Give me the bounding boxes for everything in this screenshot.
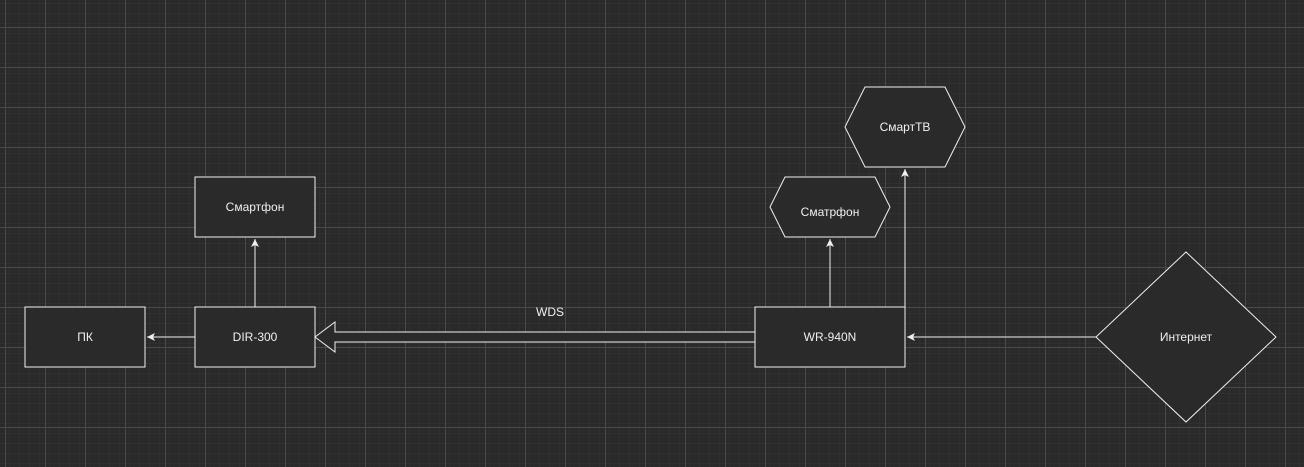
node-internet[interactable]: Интернет: [1095, 251, 1277, 423]
node-smartphone-left[interactable]: Смартфон: [194, 176, 316, 238]
node-smart-tv-label: СмартТВ: [880, 120, 931, 134]
node-dir300-label: DIR-300: [233, 330, 278, 344]
node-smartphone-right[interactable]: Сматрфон: [769, 176, 891, 238]
node-smart-tv[interactable]: СмартТВ: [844, 86, 966, 168]
node-smartphone-left-label: Смартфон: [226, 200, 285, 214]
node-pc[interactable]: ПК: [24, 306, 146, 368]
node-pc-label: ПК: [77, 330, 93, 344]
node-smartphone-right-label: Сматрфон: [801, 205, 860, 219]
node-wr940n[interactable]: WR-940N: [754, 306, 906, 368]
node-dir300[interactable]: DIR-300: [194, 306, 316, 368]
node-wr940n-label: WR-940N: [804, 330, 857, 344]
wds-label: WDS: [536, 305, 564, 319]
node-internet-label: Интернет: [1160, 330, 1213, 344]
wds-link-arrow[interactable]: [314, 321, 756, 353]
